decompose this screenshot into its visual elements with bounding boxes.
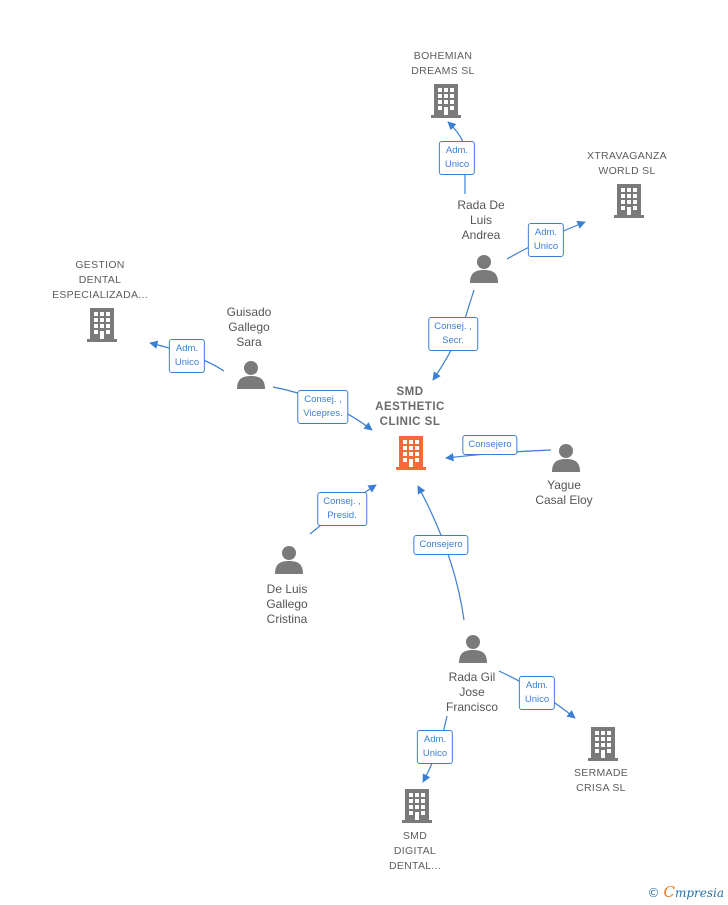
edge-label-rada-gil-smd-digital: Adm. Unico	[416, 730, 454, 764]
center-building-icon[interactable]	[396, 436, 426, 470]
company-label-xtravaganza[interactable]: XTRAVAGANZA WORLD SL	[587, 150, 667, 177]
sermade-building-icon[interactable]	[588, 727, 618, 761]
copyright-symbol: ©	[647, 886, 660, 900]
edge-label-rada-luis-bohemian: Adm. Unico	[438, 141, 476, 175]
watermark-logo-text: mpresia	[674, 886, 724, 900]
empresia-watermark: ©Cmpresia	[647, 883, 724, 901]
person-label-rada-gil[interactable]: Rada Gil Jose Francisco	[445, 670, 499, 714]
center-company-label[interactable]: SMD AESTHETIC CLINIC SL	[375, 386, 445, 428]
company-label-smd-digital[interactable]: SMD DIGITAL DENTAL...	[388, 830, 442, 872]
gestion-building-icon[interactable]	[87, 308, 117, 342]
xtravaganza-building-icon[interactable]	[614, 184, 644, 218]
de-luis-person-icon[interactable]	[275, 546, 303, 574]
edge-label-rada-luis-center: Consej. , Secr.	[428, 317, 478, 351]
person-label-de-luis[interactable]: De Luis Gallego Cristina	[266, 582, 308, 626]
rada-gil-person-icon[interactable]	[459, 635, 487, 663]
company-label-bohemian[interactable]: BOHEMIAN DREAMS SL	[411, 50, 475, 77]
edge-label-de-luis-center: Consej. , Presid.	[317, 492, 367, 526]
edge-label-rada-gil-center: Consejero	[413, 535, 469, 555]
person-label-guisado[interactable]: Guisado Gallego Sara	[226, 305, 272, 349]
yague-person-icon[interactable]	[552, 444, 580, 472]
edge-label-guisado-center: Consej. , Vicepres.	[297, 390, 349, 424]
watermark-logo-initial: C	[663, 883, 675, 901]
edge-label-rada-luis-xtravaganza: Adm. Unico	[527, 223, 565, 257]
rada-luis-person-icon[interactable]	[470, 255, 498, 283]
edge-label-rada-gil-sermade: Adm. Unico	[518, 676, 556, 710]
person-label-rada-luis[interactable]: Rada De Luis Andrea	[457, 198, 505, 242]
smd-digital-building-icon[interactable]	[402, 789, 432, 823]
person-label-yague[interactable]: Yague Casal Eloy	[535, 478, 593, 507]
company-label-sermade[interactable]: SERMADE CRISA SL	[573, 767, 629, 794]
bohemian-building-icon[interactable]	[431, 84, 461, 118]
guisado-person-icon[interactable]	[237, 361, 265, 389]
company-label-gestion[interactable]: GESTION DENTAL ESPECIALIZADA...	[52, 259, 148, 301]
edge-label-yague-center: Consejero	[462, 435, 518, 455]
edge-label-guisado-gestion: Adm. Unico	[168, 339, 206, 373]
